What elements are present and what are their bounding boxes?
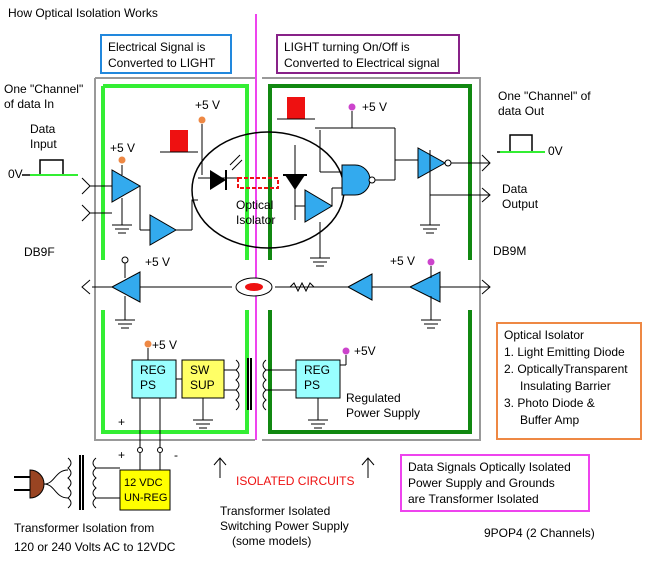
channel-in-line-2: of data In [4, 97, 55, 111]
isolator-label-2: Isolator [236, 213, 276, 227]
isolated-circuits-label: ISOLATED CIRCUITS [236, 474, 355, 488]
zero-v-input: 0V [8, 167, 23, 181]
regulated-line-1: Regulated [346, 391, 401, 405]
left-gray-frame [94, 77, 255, 441]
page-title: How Optical Isolation Works [8, 6, 158, 20]
transformer-switching-line-1: Transformer Isolated [220, 504, 331, 518]
reg-ps-left-line-1: REG [140, 363, 167, 377]
light-callout-line-1: LIGHT turning On/Off is [284, 40, 410, 54]
db9f-label: DB9F [24, 245, 55, 259]
transformer-isolation-line-1: Transformer Isolation from [14, 521, 155, 535]
unreg-supply [119, 469, 171, 511]
connector-arrows [81, 154, 491, 295]
light-beam [237, 177, 279, 189]
output-waveform [497, 134, 545, 153]
minus-label: - [174, 448, 178, 462]
regulated-line-2: Power Supply [346, 406, 421, 420]
light-pulse-left [170, 130, 188, 152]
data-input-line-2: Input [30, 137, 57, 151]
sw-sup-line-1: SW [190, 363, 210, 377]
data-output-line-1: Data [502, 182, 528, 196]
data-signals-callout: Data Signals Optically Isolated Power Su… [400, 454, 590, 512]
unreg-line-2: UN-REG [124, 492, 168, 504]
input-buffer-1 [90, 156, 142, 234]
data-input-line-1: Data [30, 122, 56, 136]
legend-title: Optical Isolator [504, 328, 585, 342]
transformer-isolation-line-2: 120 or 240 Volts AC to 12VDC [14, 540, 176, 554]
output-buffer [417, 147, 490, 234]
return-channel [92, 256, 490, 329]
data-signals-line-3: are Transformer Isolated [408, 492, 539, 506]
light-callout: LIGHT turning On/Off is Converted to Ele… [276, 34, 460, 74]
zero-v-output: 0V [548, 144, 563, 158]
right-gray-frame [262, 77, 481, 441]
photo-buffer [295, 189, 333, 223]
electrical-callout-line-2: Converted to LIGHT [108, 56, 216, 70]
sw-sup-line-2: SUP [190, 378, 215, 392]
input-waveform [22, 159, 78, 176]
legend-item-1: 1. Light Emitting Diode [504, 345, 625, 359]
data-output-line-2: Output [502, 197, 539, 211]
light-callout-line-2: Converted to Electrical signal [284, 56, 440, 70]
data-signals-line-1: Data Signals Optically Isolated [408, 460, 571, 474]
ac-plug [14, 469, 69, 499]
and-gate [319, 130, 418, 206]
plus5-isolator: +5 V [362, 100, 388, 114]
legend-box: Optical Isolator 1. Light Emitting Diode… [496, 322, 642, 440]
legend-item-4: 3. Photo Diode & [504, 396, 595, 410]
data-signals-line-2: Power Supply and Grounds [408, 476, 555, 490]
isolator-label-1: Optical [236, 198, 274, 212]
reg-ps-right-line-2: PS [304, 378, 321, 392]
ac-transformer [67, 455, 120, 510]
reg-ps-left-line-2: PS [140, 378, 157, 392]
plus5-reg-left: +5 V [152, 338, 178, 352]
electrical-callout: Electrical Signal is Converted to LIGHT [100, 34, 232, 74]
plus5-reg-right: +5V [354, 344, 376, 358]
led [198, 154, 243, 190]
transformer-switching-line-2: Switching Power Supply [220, 519, 349, 533]
channel-out-line-1: One "Channel" of [498, 89, 591, 103]
electrical-callout-line-1: Electrical Signal is [108, 40, 206, 54]
isolated-arrows [213, 457, 375, 478]
reg-ps-right-line-1: REG [304, 363, 331, 377]
unreg-line-1: 12 VDC [124, 477, 163, 489]
light-pulse-right [287, 97, 305, 119]
plus5-led: +5 V [195, 98, 221, 112]
right-dark-green-frame [268, 84, 472, 434]
photo-diode [283, 145, 307, 220]
sw-sup [181, 359, 225, 399]
model-label: 9POP4 (2 Channels) [484, 526, 595, 540]
plus-label-upper: + [118, 415, 126, 429]
plus5-input-buffer: +5 V [110, 141, 136, 155]
channel-in-line-1: One "Channel" [4, 82, 84, 96]
transformer-switching-line-3: (some models) [232, 534, 312, 548]
legend-item-2: 2. OpticallyTransparent [504, 362, 628, 376]
legend-item-3: Insulating Barrier [520, 379, 611, 393]
db9m-label: DB9M [493, 244, 527, 258]
channel-out-line-2: data Out [498, 104, 545, 118]
legend-item-5: Buffer Amp [520, 413, 580, 427]
power-wiring [125, 340, 350, 476]
plus5-return: +5 V [145, 255, 171, 269]
plus-label-lower: + [118, 448, 126, 462]
isolator-power [198, 103, 396, 267]
plus5-output: +5 V [390, 254, 416, 268]
input-buffer-2 [139, 186, 198, 246]
